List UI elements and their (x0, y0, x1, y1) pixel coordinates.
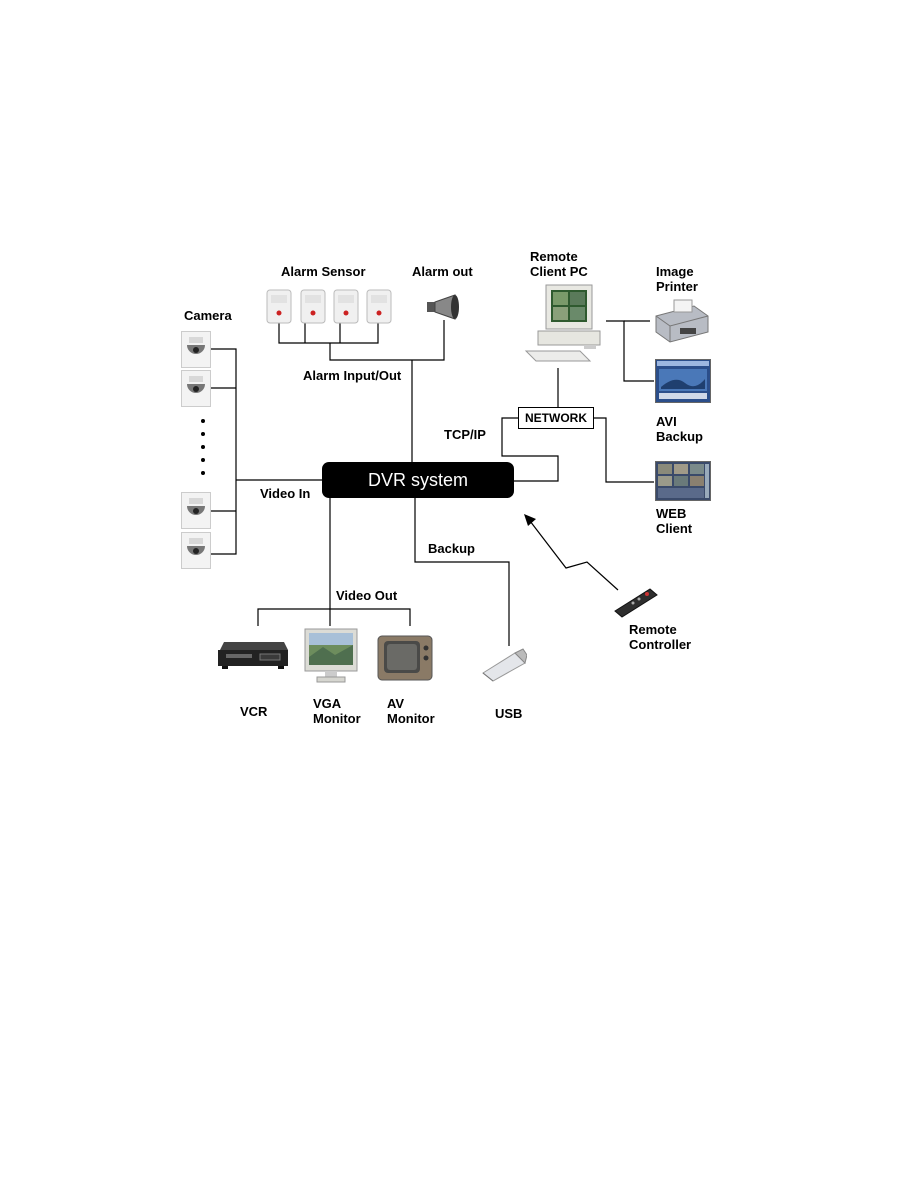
av-monitor-label: AV Monitor (387, 696, 435, 726)
backup-wire (414, 498, 510, 646)
camera-icon (181, 331, 211, 368)
vcr-icon (218, 642, 288, 669)
dvr-system-box: DVR system (322, 462, 514, 498)
alarm-sensor-group (266, 289, 392, 324)
camera-column (181, 331, 211, 569)
alarm-sensor-label: Alarm Sensor (281, 264, 366, 279)
alarm-sensor-wire (278, 323, 379, 344)
camera-bus-wire (210, 348, 237, 555)
web-client-wire (592, 417, 654, 483)
ellipsis-dots-icon (201, 419, 205, 475)
tcp-ip-label: TCP/IP (444, 427, 486, 442)
alarm-sensor-icon (366, 289, 392, 324)
camera-bus-wire (210, 387, 236, 512)
video-out-bus (257, 608, 411, 626)
alarm-out-wire (329, 320, 445, 361)
network-box: NETWORK (518, 407, 594, 429)
camera-label: Camera (184, 308, 232, 323)
alarm-sensor-icon (266, 289, 292, 324)
remote-controller-icon (614, 588, 658, 618)
av-monitor-icon (377, 635, 433, 681)
avi-backup-wire (606, 320, 654, 382)
vga-monitor-label: VGA Monitor (313, 696, 361, 726)
avi-backup-icon (655, 359, 711, 403)
video-out-label: Video Out (336, 588, 398, 603)
video-in-label: Video In (260, 486, 311, 501)
vcr-label: VCR (240, 704, 268, 719)
alarm-out-label: Alarm out (412, 264, 473, 279)
camera-icon (181, 492, 211, 529)
camera-icon (181, 532, 211, 569)
remote-signal-arrow (524, 514, 536, 526)
alarm-sensor-wire (304, 323, 341, 343)
web-client-icon (655, 461, 711, 501)
backup-label: Backup (428, 541, 475, 556)
alarm-sensor-icon (300, 289, 326, 324)
alarm-sensor-icon (333, 289, 359, 324)
camera-icon (181, 370, 211, 407)
image-printer-icon (655, 299, 709, 343)
vga-monitor-icon (304, 628, 358, 683)
usb-drive-icon (482, 648, 527, 682)
remote-signal-line (529, 520, 619, 591)
alarm-io-label: Alarm Input/Out (303, 368, 402, 383)
remote-client-pc-label: Remote Client PC (530, 249, 588, 279)
siren-icon (427, 294, 459, 320)
avi-backup-label: AVI Backup (656, 414, 703, 444)
tcp-ip-wire (501, 417, 559, 482)
web-client-label: WEB Client (656, 506, 693, 536)
image-printer-label: Image Printer (656, 264, 698, 294)
remote-client-pc-icon (524, 284, 601, 362)
remote-controller-label: Remote Controller (629, 622, 692, 652)
usb-label: USB (495, 706, 523, 721)
